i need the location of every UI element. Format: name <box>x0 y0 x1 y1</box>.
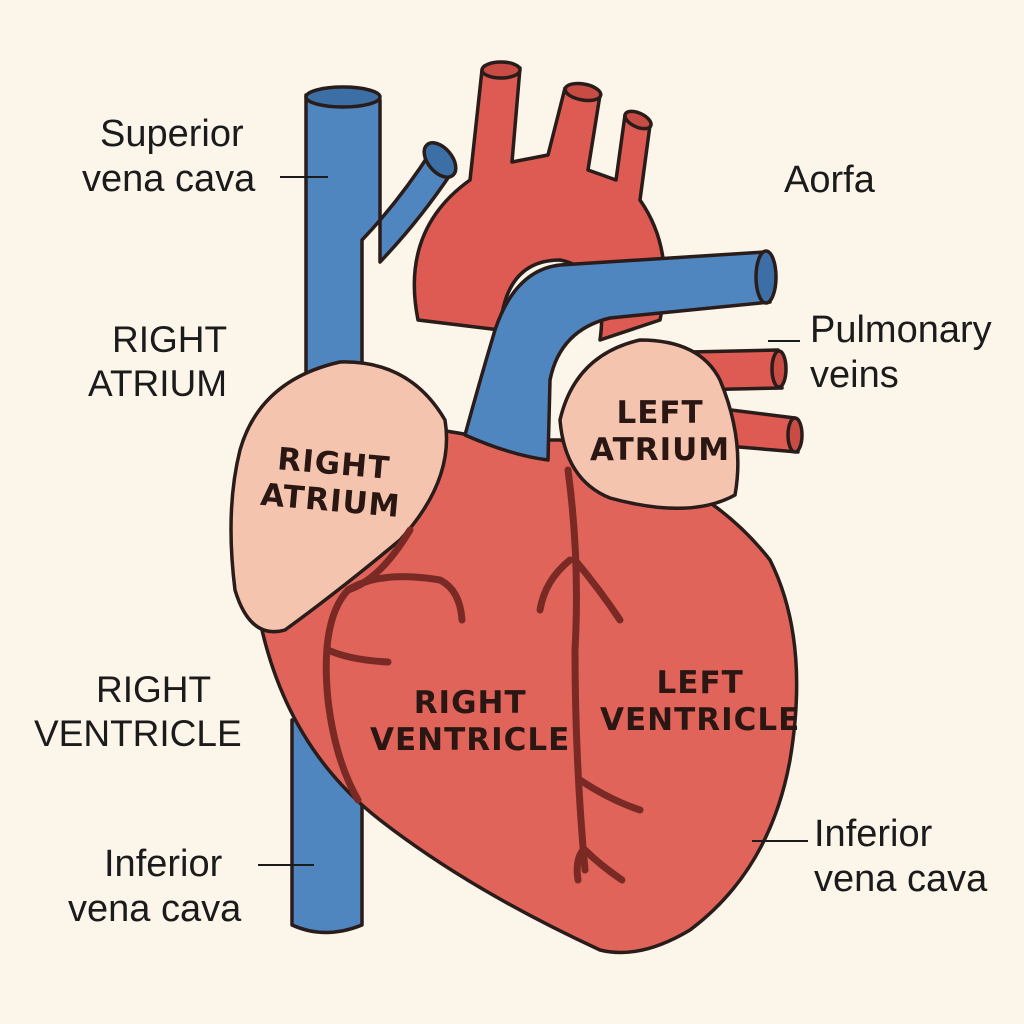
svc-branch-opening <box>422 141 458 179</box>
aorta-branch-1 <box>480 60 522 80</box>
label-superior-vena-cava: Superior vena cava <box>82 113 256 200</box>
label-inferior-vena-cava-right: Inferior vena cava <box>814 813 988 900</box>
coronary-artery-left <box>564 466 589 874</box>
aorta-branch-3 <box>623 109 653 131</box>
label-inferior-vena-cava-left: Inferior vena cava <box>68 843 242 930</box>
label-left-ventricle-inner: LEFT VENTRICLE <box>600 665 801 738</box>
coronary-artery-right <box>322 526 414 804</box>
leader-line-ivc-right <box>752 840 808 842</box>
label-left-atrium-inner: LEFT ATRIUM <box>590 395 731 468</box>
label-right-atrium-inner: RIGHT ATRIUM <box>259 441 402 525</box>
label-right-atrium-outer: RIGHT ATRIUM <box>88 319 228 404</box>
aorta-branch-2 <box>563 81 603 103</box>
label-pulmonary-veins: Pulmonary veins <box>810 309 992 396</box>
pulmonary-artery-opening <box>754 249 778 305</box>
leader-line-ivc-left <box>258 864 314 866</box>
leader-line-pulmonary <box>768 340 800 342</box>
leader-line-svc <box>280 176 328 178</box>
svc-opening <box>304 85 382 109</box>
left-atrium-chamber <box>558 338 740 510</box>
label-aorta: Aorfa <box>784 159 875 201</box>
label-right-ventricle-inner: RIGHT VENTRICLE <box>370 685 571 758</box>
label-right-ventricle-outer: RIGHT VENTRICLE <box>34 669 242 754</box>
